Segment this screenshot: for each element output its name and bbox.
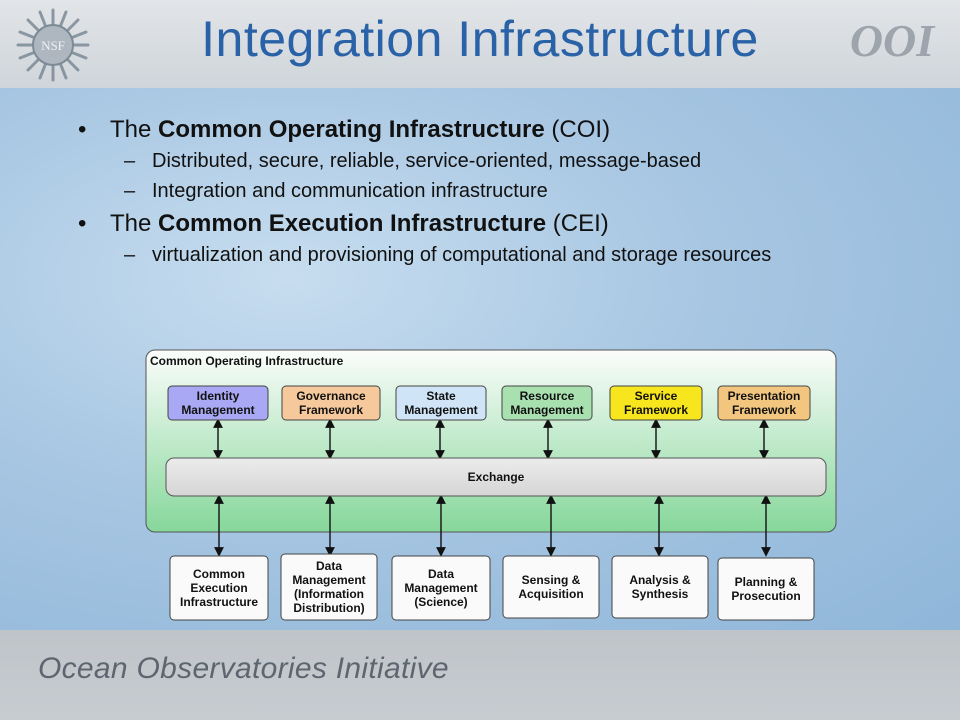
box-label-line: Data (428, 567, 454, 581)
architecture-diagram: Common Operating Infrastructure Exchange… (145, 349, 837, 621)
service-box-bg (717, 385, 811, 421)
subsystem-box-bg (717, 557, 815, 621)
box-label-line: Distribution) (293, 601, 364, 615)
box-label-line: Prosecution (731, 589, 800, 603)
coi-container-label: Common Operating Infrastructure (150, 354, 344, 368)
box-label-line: Presentation (728, 389, 801, 403)
box-label-line: Synthesis (632, 587, 689, 601)
subsystem-box-sensing-acquisition: Sensing &Acquisition (502, 555, 600, 619)
subsystem-box-analysis-synthesis: Analysis &Synthesis (611, 555, 709, 619)
box-label-line: (Science) (414, 595, 467, 609)
ooi-logo: OOI (850, 15, 936, 66)
box-label-line: Infrastructure (180, 595, 258, 609)
box-label-line: Resource (520, 389, 575, 403)
sub-bullet: –Distributed, secure, reliable, service-… (124, 150, 702, 172)
page-title: Integration Infrastructure (201, 11, 759, 67)
box-label-line: Management (181, 403, 254, 417)
box-label-line: Analysis & (629, 573, 691, 587)
bullet-coi: • The Common Operating Infrastructure (C… (78, 116, 611, 143)
box-label-line: Governance (296, 389, 366, 403)
box-label-line: Execution (190, 581, 247, 595)
bullet-cei: • The Common Execution Infrastructure (C… (78, 210, 609, 237)
sub-bullet: –virtualization and provisioning of comp… (124, 244, 772, 266)
box-label-line: Management (510, 403, 583, 417)
box-label-line: Planning & (735, 575, 798, 589)
box-label-line: Acquisition (518, 587, 583, 601)
bullet-dot: • (78, 116, 87, 143)
service-box-bg (281, 385, 381, 421)
exchange-label: Exchange (468, 470, 525, 484)
box-label-line: Framework (732, 403, 796, 417)
service-box-bg (167, 385, 269, 421)
coi-container (145, 349, 837, 533)
box-label-line: Framework (624, 403, 688, 417)
subsystem-box-bg (391, 555, 491, 621)
nsf-logo-text: NSF (41, 38, 65, 53)
box-label-line: Management (404, 403, 477, 417)
box-label-line: Management (292, 573, 365, 587)
ooi-logo-text: OOI (850, 15, 936, 66)
service-box-bg (501, 385, 593, 421)
bullet-list: • The Common Operating Infrastructure (C… (78, 116, 938, 272)
nsf-logo: NSF (16, 8, 90, 82)
subsystem-box-planning-prosecution: Planning &Prosecution (717, 557, 815, 621)
footer-band (0, 630, 960, 720)
box-label-line: Framework (299, 403, 363, 417)
footer-title: Ocean Observatories Initiative (38, 652, 449, 685)
coi-services: IdentityManagementGovernanceFrameworkSta… (167, 385, 811, 421)
box-label-line: Data (316, 559, 342, 573)
subsystem-box-bg (280, 553, 378, 621)
bullet-coi-bold: Common Operating Infrastructure (158, 116, 545, 143)
box-label-line: State (426, 389, 456, 403)
box-label-line: Identity (197, 389, 240, 403)
bullet-cei-bold: Common Execution Infrastructure (158, 210, 547, 237)
box-label-line: Management (404, 581, 477, 595)
box-label-line: Common (193, 567, 245, 581)
box-label-line: Service (635, 389, 678, 403)
subsystem-box-bg (611, 555, 709, 619)
external-subsystems: CommonExecutionInfrastructureDataManagem… (169, 553, 815, 621)
box-label-line: (Information (294, 587, 364, 601)
service-box-bg (395, 385, 487, 421)
header-band (0, 0, 960, 88)
sub-bullet: –Integration and communication infrastru… (124, 180, 548, 202)
subsystem-box-bg (502, 555, 600, 619)
bullet-dot: • (78, 210, 87, 237)
subsystem-box-bg (169, 555, 269, 621)
service-box-bg (609, 385, 703, 421)
exchange-bus (165, 457, 827, 497)
connector-arrows (213, 418, 771, 557)
box-label-line: Sensing & (522, 573, 581, 587)
